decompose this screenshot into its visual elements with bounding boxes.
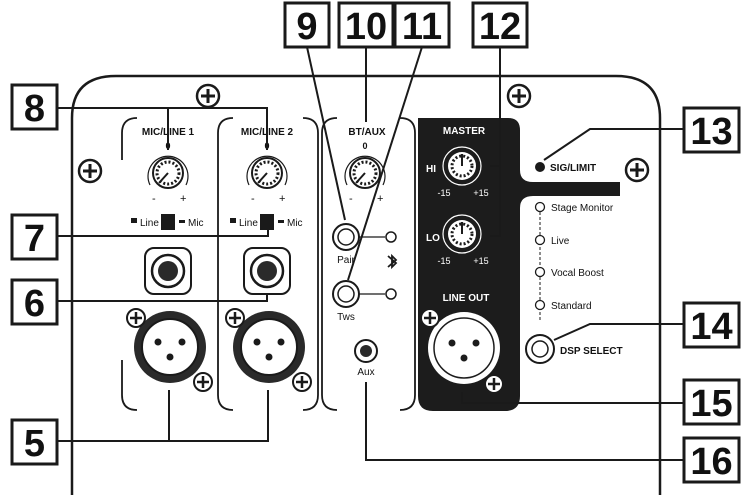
btaux-volume-knob[interactable]: [344, 155, 386, 189]
ch1-xlr-input[interactable]: [134, 311, 206, 383]
svg-text:14: 14: [690, 306, 732, 348]
callout-leaders: [57, 46, 684, 461]
lo-min: -15: [437, 256, 450, 266]
xlr-screw-icon: [484, 374, 504, 394]
callout-5: 5: [10, 418, 59, 466]
dsp-led-stage-monitor: [534, 201, 546, 213]
callout-8: 8: [10, 83, 59, 131]
ch1-gain-max: +: [180, 193, 186, 205]
dsp-preset-stage-monitor: Stage Monitor: [551, 203, 614, 214]
svg-text:16: 16: [690, 441, 732, 483]
dsp-preset-vocal-boost: Vocal Boost: [551, 268, 604, 279]
panel-screw-icon: [506, 83, 532, 109]
xlr-screw-icon: [225, 308, 245, 328]
ch2-xlr-input[interactable]: [233, 311, 305, 383]
ch2-line-marker: [230, 218, 236, 223]
lo-max: +15: [473, 256, 488, 266]
ch2-mic-label: Mic: [287, 218, 303, 229]
panel-screw-icon: [624, 157, 650, 183]
ch2-gain-max: +: [279, 193, 285, 205]
master-title: MASTER: [443, 126, 486, 137]
hi-max: +15: [473, 188, 488, 198]
callout-12: 12: [471, 1, 529, 49]
btaux-max: +: [377, 193, 383, 205]
ch2-jack-input[interactable]: [243, 247, 291, 295]
svg-text:5: 5: [24, 423, 45, 465]
section-dividers: [121, 117, 416, 411]
tws-led: [385, 288, 397, 300]
aux-label: Aux: [357, 367, 374, 378]
ch1-jack-input[interactable]: [144, 247, 192, 295]
ch1-gain-knob[interactable]: [147, 155, 189, 189]
ch1-line-mic-switch[interactable]: [161, 214, 175, 230]
dsp-preset-standard: Standard: [551, 301, 592, 312]
callout-7: 7: [10, 213, 59, 261]
pair-led: [385, 231, 397, 243]
callout-11: 11: [393, 1, 451, 49]
callout-14: 14: [682, 301, 741, 349]
xlr-screw-icon: [292, 372, 312, 392]
tws-button[interactable]: [332, 280, 360, 308]
dsp-led-standard: [534, 299, 546, 311]
btaux-title: BT/AUX: [348, 127, 386, 138]
ch2-gain-knob[interactable]: [246, 155, 288, 189]
svg-text:15: 15: [690, 383, 732, 425]
line-out-xlr[interactable]: [428, 312, 500, 384]
btaux-zero: 0: [362, 141, 367, 151]
bluetooth-icon: [387, 253, 398, 270]
xlr-screw-icon: [420, 308, 440, 328]
dsp-preset-live: Live: [551, 236, 570, 247]
dsp-led-live: [534, 234, 546, 246]
callout-10: 10: [337, 1, 395, 49]
callout-6: 6: [10, 278, 59, 326]
ch2-gain-min: -: [251, 193, 255, 205]
svg-text:7: 7: [24, 218, 45, 260]
ch2-mic-marker: [278, 220, 284, 223]
ch2-line-label: Line: [239, 218, 258, 229]
sig-limit-led: [535, 162, 545, 172]
callout-9: 9: [283, 1, 331, 49]
lo-eq-knob[interactable]: [442, 214, 482, 254]
dsp-select-button[interactable]: [525, 334, 555, 364]
ch1-gain-min: -: [152, 193, 156, 205]
xlr-screw-icon: [126, 308, 146, 328]
btaux-min: -: [349, 193, 353, 205]
sig-limit-label: SIG/LIMIT: [550, 163, 596, 174]
pair-label: Pair: [337, 255, 355, 266]
ch1-mic-label: Mic: [188, 218, 204, 229]
dsp-led-vocal-boost: [534, 266, 546, 278]
panel-screw-icon: [77, 158, 103, 184]
xlr-screw-icon: [193, 372, 213, 392]
panel-screw-icon: [195, 83, 221, 109]
svg-text:10: 10: [345, 6, 387, 48]
aux-jack[interactable]: [354, 339, 378, 363]
hi-label: HI: [426, 164, 436, 175]
svg-text:13: 13: [690, 111, 732, 153]
svg-text:6: 6: [24, 283, 45, 325]
callout-16: 16: [682, 436, 741, 484]
svg-text:12: 12: [479, 6, 521, 48]
pair-button[interactable]: [332, 223, 360, 251]
ch2-line-mic-switch[interactable]: [260, 214, 274, 230]
svg-text:9: 9: [296, 6, 317, 48]
ch1-mic-marker: [179, 220, 185, 223]
svg-text:11: 11: [402, 6, 442, 48]
ch1-line-label: Line: [140, 218, 159, 229]
dsp-select-label: DSP SELECT: [560, 346, 623, 357]
hi-eq-knob[interactable]: [442, 146, 482, 186]
svg-text:8: 8: [24, 88, 45, 130]
line-out-title: LINE OUT: [443, 293, 490, 304]
lo-label: LO: [426, 233, 440, 244]
ch1-line-marker: [131, 218, 137, 223]
tws-label: Tws: [337, 312, 355, 323]
callout-13: 13: [682, 106, 741, 154]
hi-min: -15: [437, 188, 450, 198]
callout-15: 15: [682, 378, 741, 426]
